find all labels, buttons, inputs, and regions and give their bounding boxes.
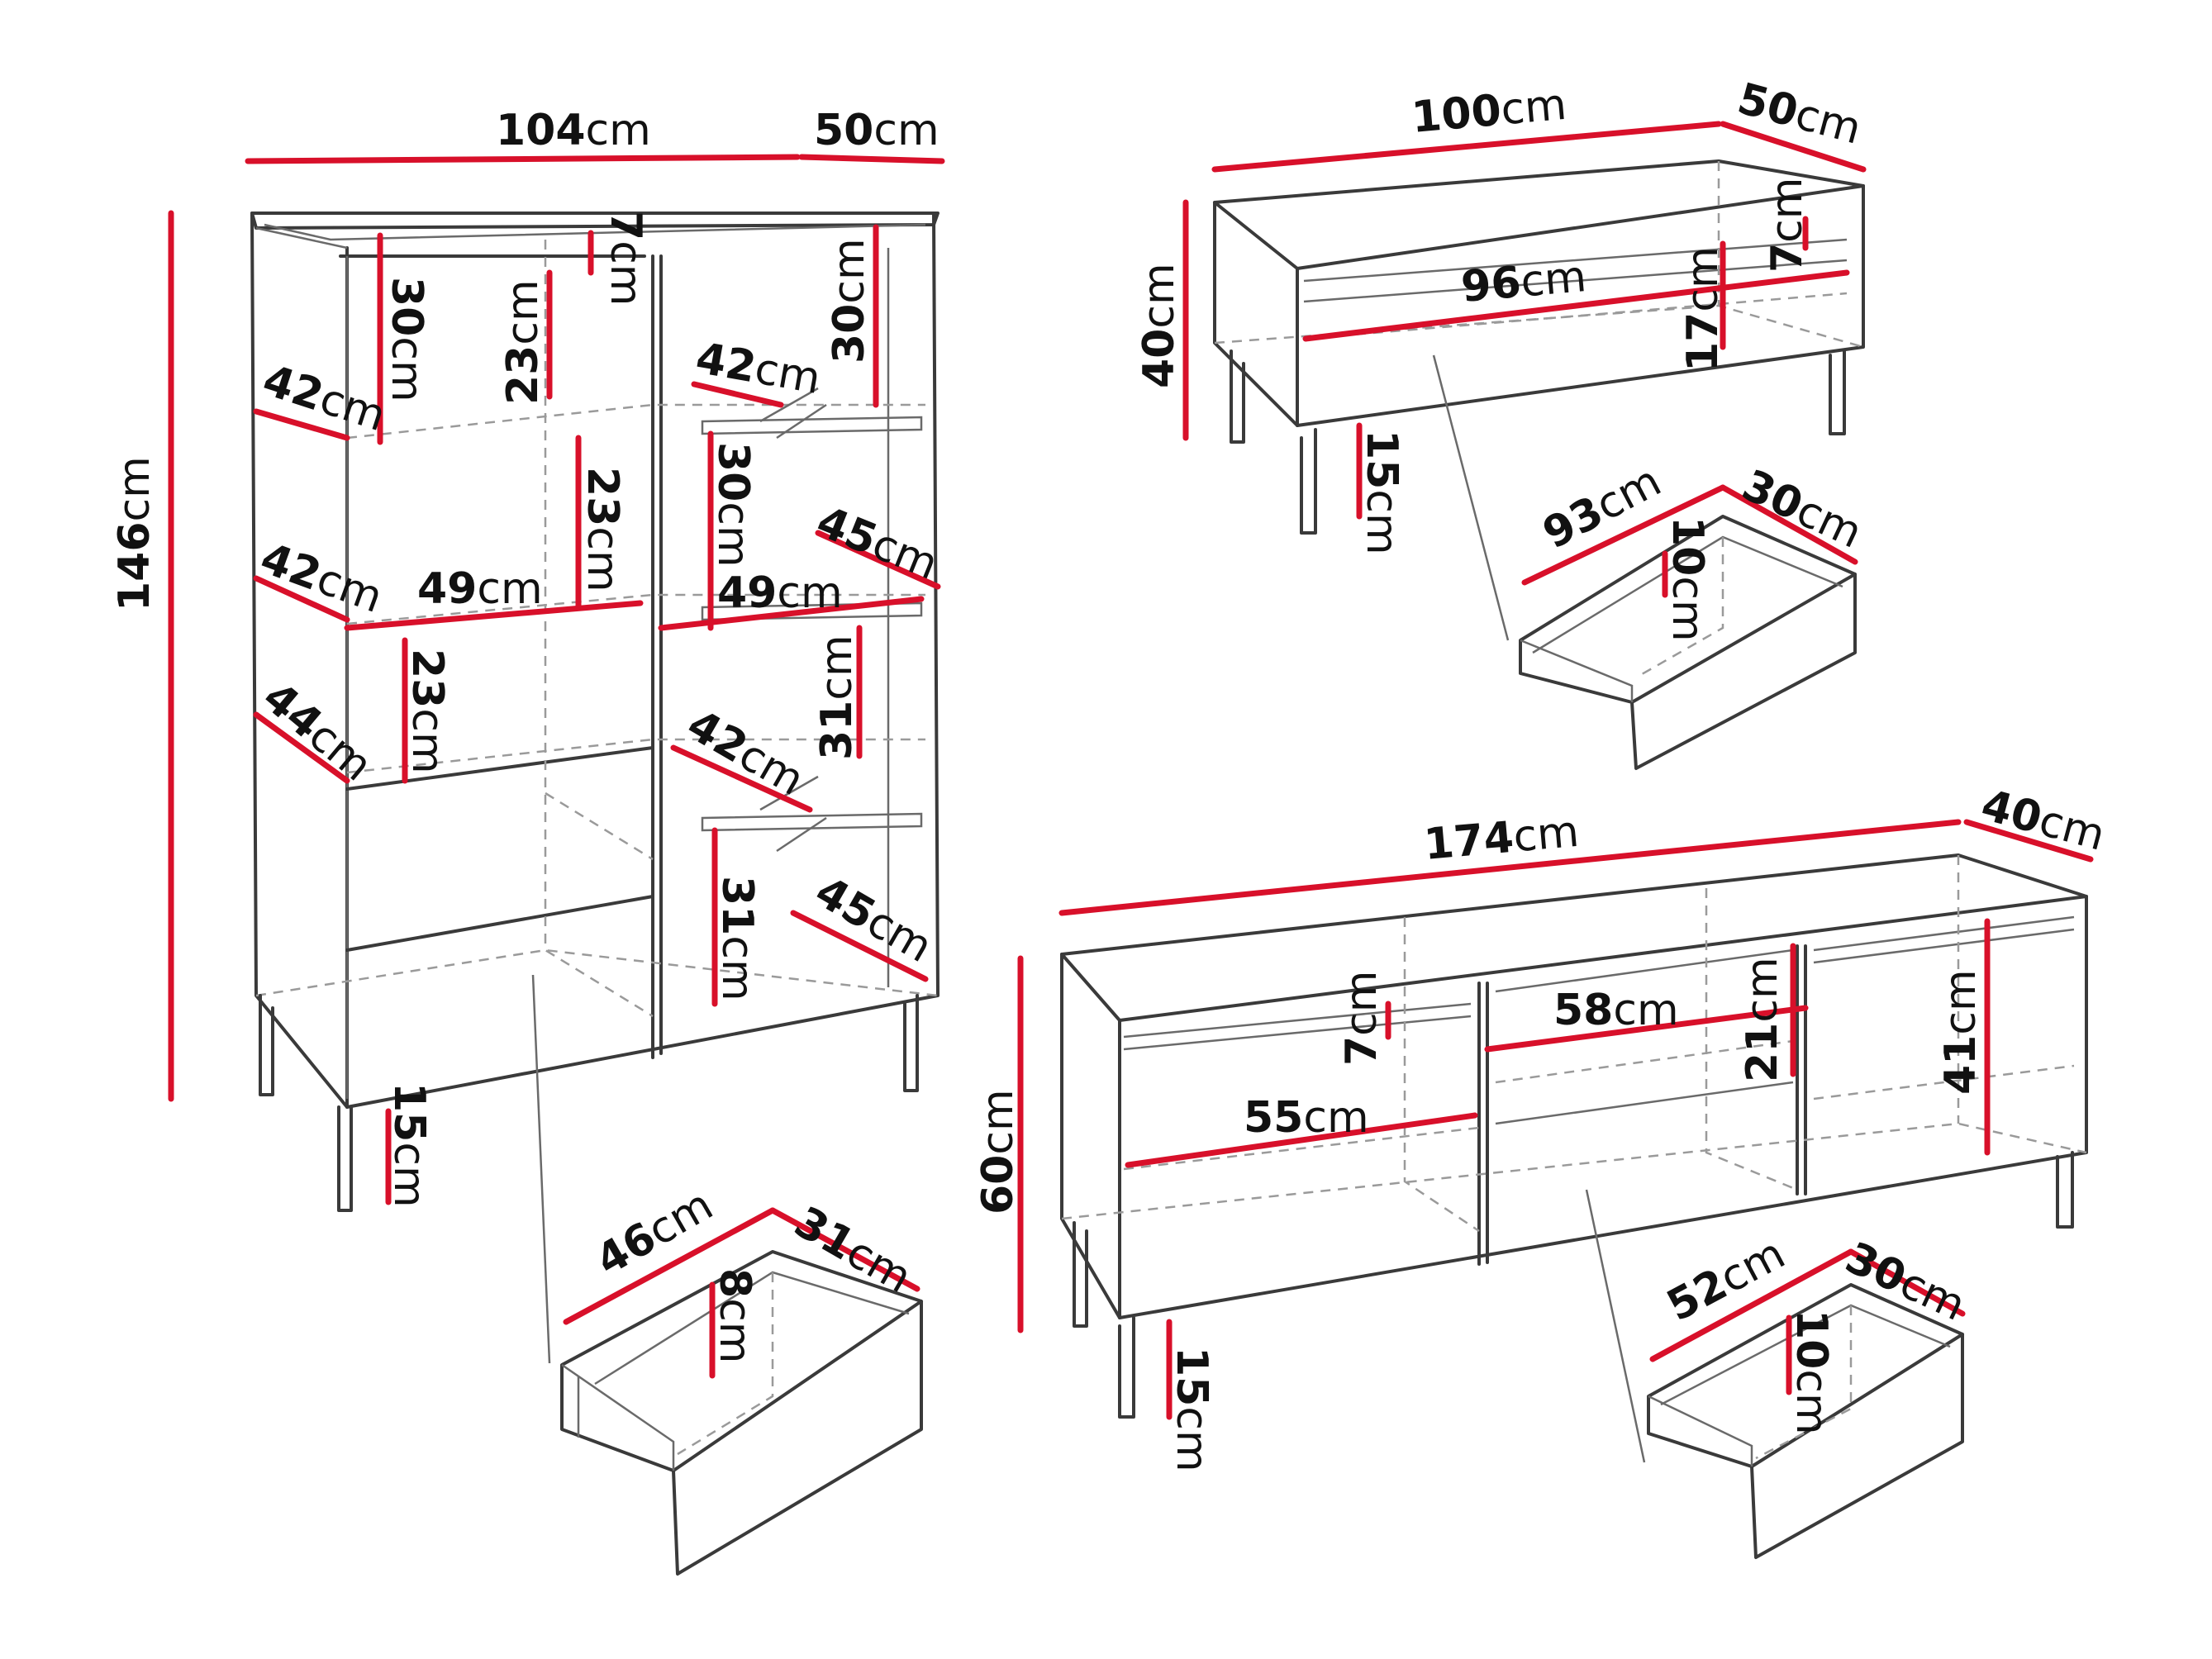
tv-stand-height-label: 60cm <box>973 1089 1023 1215</box>
tv-stand-left-width-label: 55cm <box>1244 1093 1369 1143</box>
highboard-drawing <box>250 212 940 1364</box>
highboard-right-comp-d-label: 31cm <box>712 876 762 1001</box>
highboard-width-right-label: 49cm <box>717 568 843 618</box>
coffee-table-drawer <box>1519 484 1858 770</box>
tv-stand-depth-label: 40cm <box>1977 781 2110 861</box>
tv-stand-dimension-lines <box>1017 819 2094 1420</box>
tv-stand-drawer <box>1647 1248 1966 1559</box>
coffee-table-drawer-front-label: 17cm <box>1678 246 1728 372</box>
highboard-drawer-depth-label: 31cm <box>787 1197 920 1303</box>
highboard-right-top-comp-label: 30cm <box>825 238 874 364</box>
highboard-shelf-right-c-label: 42cm <box>679 700 812 806</box>
highboard-right-comp-c-label: 31cm <box>812 635 862 760</box>
coffee-table-top-gap-label: 7cm <box>1762 178 1812 273</box>
highboard-door-comp-b-label: 23cm <box>578 467 627 592</box>
coffee-table-dimension-lines <box>1182 121 1867 520</box>
tv-stand-middle-comp-label: 21cm <box>1738 957 1787 1082</box>
highboard-width-left-label: 49cm <box>417 564 543 614</box>
highboard-shelf-right-a-label: 42cm <box>692 334 825 404</box>
highboard-left-comp-c-label: 23cm <box>402 649 452 774</box>
highboard-top-gap-label: 7cm <box>601 211 650 306</box>
tv-stand-drawer-depth-label: 30cm <box>1839 1233 1973 1330</box>
tv-stand-drawer-height-label: 10cm <box>1786 1310 1836 1435</box>
highboard-dimension-lines <box>168 154 945 1205</box>
tv-stand-leg-label: 15cm <box>1167 1347 1216 1472</box>
highboard-right-comp-b-label: 30cm <box>708 442 758 568</box>
tv-stand-width-label: 174cm <box>1422 807 1581 870</box>
highboard-door-comp-a-label: 23cm <box>498 279 548 405</box>
highboard-drawer <box>560 1207 923 1576</box>
coffee-table-drawing <box>1213 159 1865 641</box>
tv-stand-right-comp-label: 41cm <box>1936 969 1986 1095</box>
highboard-drawer-width-label: 46cm <box>588 1180 721 1286</box>
highboard-shelf-right-d-label: 45cm <box>807 867 940 972</box>
coffee-table-drawer-height-label: 10cm <box>1663 516 1712 642</box>
coffee-table-width-label: 100cm <box>1410 80 1568 143</box>
tv-stand-middle-width-label: 58cm <box>1553 986 1679 1035</box>
highboard-width-label: 104cm <box>496 106 651 155</box>
highboard-height-label: 146cm <box>110 456 159 611</box>
coffee-table-drawer-depth-label: 30cm <box>1735 460 1870 558</box>
coffee-table-leg-label: 15cm <box>1357 430 1406 555</box>
coffee-table-depth-label: 50cm <box>1733 74 1867 154</box>
coffee-table-height-label: 40cm <box>1135 263 1184 388</box>
tv-stand-drawing <box>1060 853 2088 1463</box>
highboard-shelf-left-c-label: 44cm <box>254 673 382 791</box>
coffee-table-inner-width-label: 96cm <box>1459 252 1588 312</box>
highboard-depth-label: 50cm <box>814 106 940 155</box>
highboard-drawer-height-label: 8cm <box>710 1268 759 1363</box>
highboard-left-top-comp-label: 30cm <box>382 277 431 402</box>
highboard-leg-label: 15cm <box>384 1082 434 1208</box>
tv-stand-top-gap-label: 7cm <box>1337 971 1387 1066</box>
